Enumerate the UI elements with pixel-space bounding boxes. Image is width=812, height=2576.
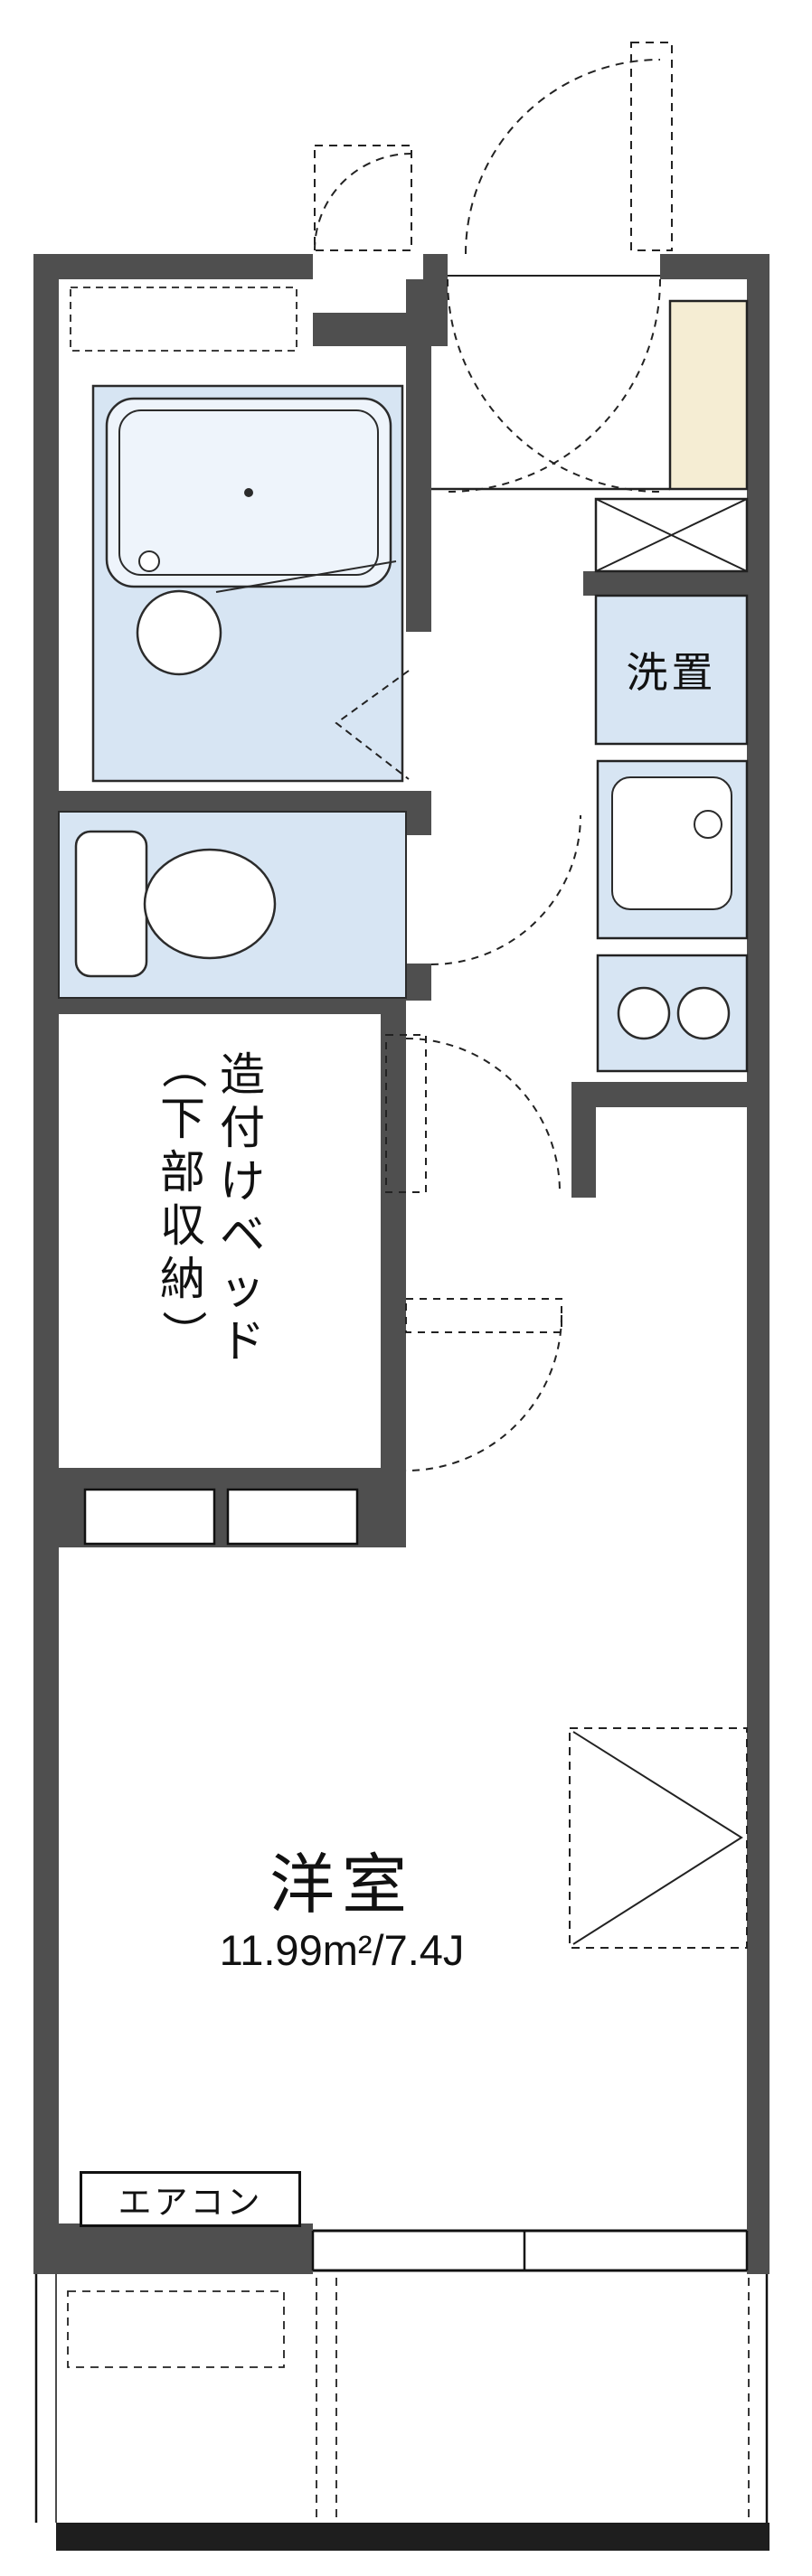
wall-right [747, 254, 770, 2274]
wall-toilet-bed [59, 998, 406, 1014]
balcony-rail [56, 2523, 770, 2551]
closet-outline [569, 1727, 748, 1949]
wall-corridor-stub [571, 1107, 596, 1198]
entry-door-swing-outside [465, 42, 673, 255]
window [311, 2229, 749, 2272]
toilet-room [58, 811, 407, 999]
bath-shower-line [215, 560, 397, 593]
porch-box-arc [314, 153, 412, 251]
step-storage-box-2 [226, 1488, 359, 1546]
toilet-door-swing [430, 814, 581, 965]
unit-bath [70, 287, 410, 783]
bathtub-inner [118, 409, 379, 576]
wall-toilet-stub-top [406, 812, 431, 835]
wall-bottom-left [33, 2223, 313, 2274]
wall-toilet-stub-bottom [406, 964, 431, 1001]
corridor-door-swing [385, 1034, 561, 1193]
room-door-swing [405, 1298, 562, 1471]
kitchen-sink [596, 759, 749, 940]
stove-burner-left [617, 986, 671, 1040]
bathtub [105, 397, 392, 588]
walls [33, 254, 770, 2274]
shoe-cabinet [668, 299, 749, 491]
porch-utility-box [314, 145, 412, 251]
laundry-space [594, 594, 749, 746]
stove-burner-right [676, 986, 731, 1040]
closet [569, 1727, 748, 1949]
toilet-tank [74, 830, 148, 978]
step-storage-box-1 [83, 1488, 216, 1546]
washer-pan-cross-2 [595, 498, 748, 572]
wall-bed-right [381, 1014, 406, 1468]
step-storage [83, 1488, 359, 1546]
bath-faucet-circle [138, 550, 160, 572]
wall-top-left [33, 254, 313, 279]
toilet-bowl [143, 848, 277, 960]
entry-door-leaf [630, 42, 673, 251]
wall-bath-corridor [406, 279, 431, 632]
wall-left [33, 254, 59, 2274]
sink-faucet [694, 810, 722, 839]
bath-stool-circle [136, 589, 222, 676]
genkan-arc-left [447, 278, 661, 493]
kitchen-stove [596, 954, 749, 1073]
entry-door-arc [465, 59, 661, 255]
wall-top-right [660, 254, 770, 279]
bath-detail-dashed [70, 287, 297, 352]
toilet-door-arc [430, 814, 581, 965]
room-door-arc [405, 1314, 562, 1471]
room-door-leaf [405, 1298, 562, 1333]
genkan-arc-right [447, 278, 661, 493]
washer-pan [594, 497, 749, 573]
sink-basin [611, 776, 732, 910]
bath-door-fold [335, 670, 410, 780]
balcony-storage-dashed [67, 2290, 285, 2368]
bath-stool [136, 550, 222, 676]
wall-bath-toilet [59, 791, 431, 812]
bathtub-drain [244, 488, 253, 497]
closet-door-mark [572, 1731, 743, 1945]
wall-genkan-kitchen [583, 571, 770, 596]
entry-door-swing-inside [447, 278, 661, 493]
porch-box-outline [314, 145, 412, 251]
corridor-door-leaf [385, 1034, 427, 1193]
corridor-door-arc [405, 1038, 561, 1193]
wall-kitchen-bottom [571, 1082, 770, 1107]
balcony [34, 2274, 770, 2551]
